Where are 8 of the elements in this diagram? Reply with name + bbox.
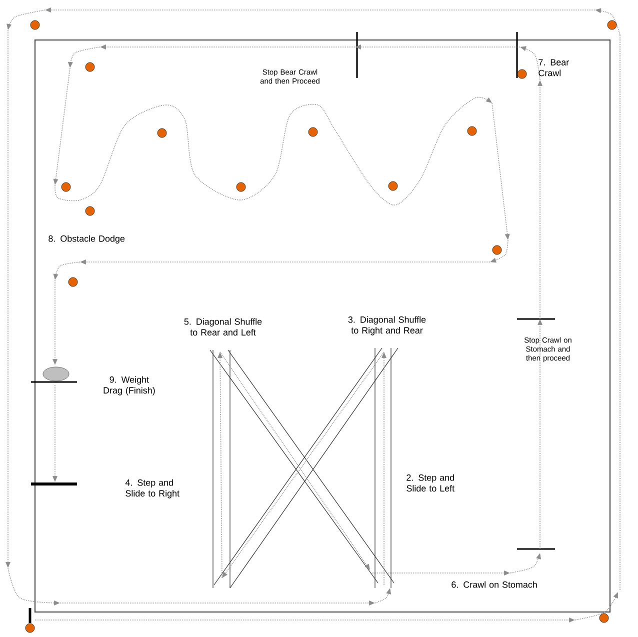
step-label: 7. Bear Crawl (538, 59, 569, 76)
step-label: 4. Step and Slide to Right (125, 479, 180, 498)
step-label: 5. Diagonal Shuffle to Rear and Left (184, 318, 262, 336)
step-label: 3. Diagonal Shuffle to Right and Rear (348, 316, 426, 336)
step-label: 6. Crawl on Stomach (452, 581, 537, 588)
step-label: 2. Step and Slide to Left (406, 474, 454, 492)
step-label: 9. Weight Drag (Finish) (104, 376, 155, 396)
step-label: 8. Obstacle Dodge (48, 235, 125, 244)
